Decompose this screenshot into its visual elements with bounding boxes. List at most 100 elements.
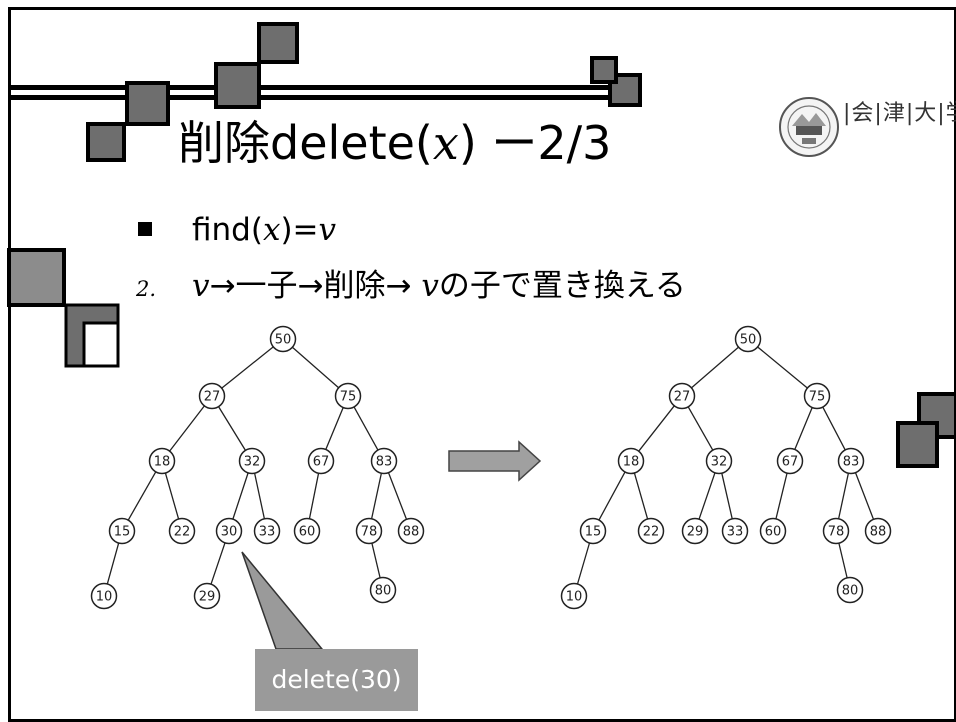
tree-node: 50 <box>269 325 297 353</box>
tree-node: 83 <box>370 447 398 475</box>
tree-node: 83 <box>837 447 865 475</box>
tree-node-circle <box>148 447 176 475</box>
tree-node: 29 <box>681 517 709 545</box>
bullet-find-var-v: v <box>318 212 337 248</box>
tree-node-label: 33 <box>259 525 276 540</box>
callout-box <box>255 649 418 711</box>
tree-node-label: 78 <box>361 525 378 540</box>
title-prefix: 削除delete( <box>178 116 433 170</box>
tree-node-label: 15 <box>585 525 602 540</box>
deco-square <box>214 62 261 109</box>
tree-node: 80 <box>369 576 397 604</box>
tree-node-circle <box>560 582 588 610</box>
tree-node: 15 <box>579 517 607 545</box>
deco-square <box>257 22 299 64</box>
tree-node-label: 75 <box>340 390 357 405</box>
tree-node-label: 22 <box>643 525 660 540</box>
tree-node-label: 32 <box>244 455 261 470</box>
tree-node-circle <box>108 517 136 545</box>
tree-node-label: 78 <box>828 525 845 540</box>
tree-node: 18 <box>617 447 645 475</box>
tree-node-circle <box>822 517 850 545</box>
header-rule-top <box>9 85 641 90</box>
tree-node-circle <box>668 382 696 410</box>
tree-node-label: 88 <box>870 525 887 540</box>
tree-node-label: 60 <box>299 525 316 540</box>
tree-node-label: 88 <box>403 525 420 540</box>
transition-arrow <box>448 440 542 482</box>
tree-node: 32 <box>238 447 266 475</box>
tree-node-label: 50 <box>740 333 757 348</box>
tree-node: 22 <box>637 517 665 545</box>
tree-node: 78 <box>355 517 383 545</box>
tree-edge <box>291 346 340 389</box>
tree-node: 33 <box>253 517 281 545</box>
tree-node-label: 27 <box>674 390 691 405</box>
step-number: 2. <box>136 277 157 301</box>
tree-node: 32 <box>705 447 733 475</box>
tree-node-circle <box>269 325 297 353</box>
bullet-find-middle: )= <box>280 212 319 248</box>
tree-edge <box>757 346 808 389</box>
tree-node-circle <box>776 447 804 475</box>
tree-node-label: 83 <box>376 455 393 470</box>
tree-edge <box>232 472 249 520</box>
tree-node: 67 <box>307 447 335 475</box>
tree-node: 60 <box>759 517 787 545</box>
tree-node-circle <box>579 517 607 545</box>
slide-title: 削除delete(x) ー2/3 <box>178 118 611 169</box>
tree-node-circle <box>334 382 362 410</box>
tree-node: 67 <box>776 447 804 475</box>
tree-node-label: 50 <box>275 333 292 348</box>
tree-node-circle <box>198 382 226 410</box>
tree-node-circle <box>369 576 397 604</box>
tree-node-circle <box>168 517 196 545</box>
bullet-find-var-x: x <box>262 212 281 248</box>
tree-node-label: 18 <box>154 455 171 470</box>
tree-edge <box>217 406 247 451</box>
tree-edge <box>371 543 381 578</box>
tree-node-circle <box>370 447 398 475</box>
tree-node: 88 <box>397 517 425 545</box>
tree-node-label: 29 <box>199 590 216 605</box>
tree-edge <box>370 473 383 519</box>
tree-edge <box>325 407 344 450</box>
tree-node-label: 32 <box>711 455 728 470</box>
tree-node: 75 <box>803 382 831 410</box>
tree-node: 30 <box>215 517 243 545</box>
tree-node-label: 33 <box>727 525 744 540</box>
tree-node-circle <box>307 447 335 475</box>
title-variable: x <box>432 116 459 170</box>
tree-node-circle <box>253 517 281 545</box>
title-suffix: ) ー2/3 <box>458 116 612 170</box>
tree-edge <box>576 542 591 585</box>
tree-node-label: 18 <box>623 455 640 470</box>
deco-square <box>590 56 618 84</box>
step-text-2: の子で置き換える <box>438 268 686 304</box>
tree-node-label: 10 <box>566 590 583 605</box>
tree-edge <box>598 471 626 521</box>
tree-edge <box>106 542 120 585</box>
tree-edge <box>721 473 733 519</box>
tree-edge <box>127 471 157 521</box>
university-seal-icon <box>779 97 839 157</box>
tree-node: 27 <box>668 382 696 410</box>
tree-edge <box>633 472 649 520</box>
tree-node-label: 30 <box>221 525 238 540</box>
tree-edge <box>775 472 788 520</box>
tree-node-circle <box>617 447 645 475</box>
tree-node: 75 <box>334 382 362 410</box>
step-2-line: 2.v→一子→削除→ vの子で置き換える <box>136 268 686 305</box>
tree-node-label: 83 <box>843 455 860 470</box>
header-rule-bottom <box>9 95 641 100</box>
tree-edge <box>837 473 850 519</box>
tree-node-label: 27 <box>204 390 221 405</box>
tree-edge <box>387 472 408 520</box>
tree-node-circle <box>721 517 749 545</box>
tree-node: 33 <box>721 517 749 545</box>
square-bullet-icon <box>138 221 152 236</box>
step-var-v: v <box>192 268 210 304</box>
